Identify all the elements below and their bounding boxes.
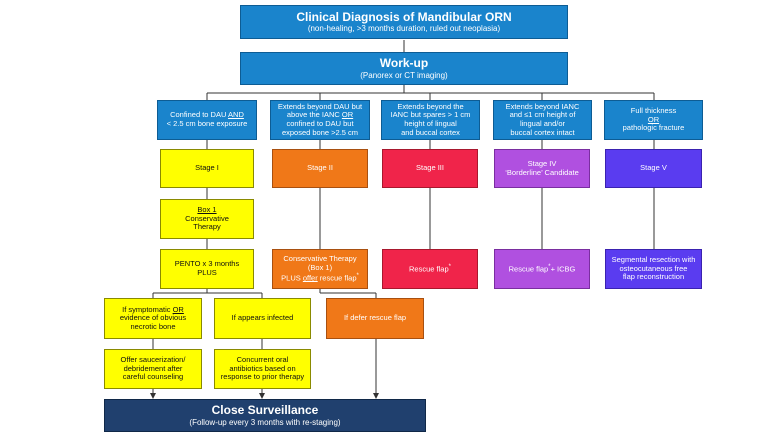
stage-1-label: Stage I xyxy=(195,163,219,173)
criteria-5-line-1: Full thickness xyxy=(630,106,677,116)
stage-5-treatment: Segmental resection with osteocutaneous … xyxy=(605,249,702,289)
asterisk-footnote: * xyxy=(548,263,551,270)
infected-text: If appears infected xyxy=(231,313,294,323)
pento-box: PENTO x 3 months PLUS xyxy=(160,249,254,289)
criteria-3-line-3: height of lingual xyxy=(404,119,457,128)
stage-4-treatment-text: Rescue flap xyxy=(508,264,549,274)
diagnosis-box: Clinical Diagnosis of Mandibular ORN (no… xyxy=(240,5,568,39)
workup-title: Work-up xyxy=(379,56,429,70)
surveillance-title: Close Surveillance xyxy=(211,403,319,417)
criteria-3-line-4: and buccal cortex xyxy=(401,127,460,137)
criteria-1-text-2: < 2.5 cm bone exposure xyxy=(166,119,248,128)
surveillance-subtitle: (Follow-up every 3 months with re-stagin… xyxy=(189,417,341,427)
criteria-4-line-4: buccal cortex intact xyxy=(510,127,575,137)
criteria-stage-1: Confined to DAU AND < 2.5 cm bone exposu… xyxy=(157,100,257,140)
diagnosis-title: Clinical Diagnosis of Mandibular ORN xyxy=(296,9,512,24)
diagnosis-subtitle: (non-healing, >3 months duration, ruled … xyxy=(307,24,501,34)
stage-2-treatment-line-1: Conservative Therapy xyxy=(283,254,357,264)
criteria-4-line-3: lingual and/or xyxy=(519,119,566,128)
criteria-5-line-3: pathologic fracture xyxy=(622,123,685,133)
symptomatic-line-2: evidence of obvious xyxy=(119,313,187,323)
box-1-title: Box 1 xyxy=(197,205,217,215)
infected-condition: If appears infected xyxy=(214,298,311,339)
antibiotics-action: Concurrent oral antibiotics based on res… xyxy=(214,349,311,389)
stage-2-box: Stage II xyxy=(272,149,368,188)
criteria-stage-3: Extends beyond the IANC but spares > 1 c… xyxy=(381,100,480,140)
criteria-5-or: OR xyxy=(647,114,660,124)
stage-2-treatment-line-2: (Box 1) xyxy=(307,262,333,272)
stage-5-treatment-line-1: Segmental resection with xyxy=(611,255,696,265)
saucer-line-2: debridement after xyxy=(123,363,183,373)
stage-5-label: Stage V xyxy=(640,163,667,173)
stage-3-box: Stage III xyxy=(382,149,478,188)
symptomatic-condition: If symptomatic OR evidence of obvious ne… xyxy=(104,298,202,339)
pento-line-2: PLUS xyxy=(197,268,217,277)
criteria-2-or: OR xyxy=(341,110,354,120)
saucer-line-3: careful counseling xyxy=(122,372,184,382)
saucerization-action: Offer saucerization/ debridement after c… xyxy=(104,349,202,389)
criteria-2-line-4: exposed bone >2.5 cm xyxy=(281,127,359,137)
criteria-4-line-1: Extends beyond IANC xyxy=(505,101,580,111)
stage-3-label: Stage III xyxy=(416,163,444,173)
criteria-2-line-2: above the IANC xyxy=(286,110,342,120)
asterisk-footnote: * xyxy=(448,263,451,270)
stage-4-treatment: Rescue flap*+ ICBG xyxy=(494,249,590,289)
stage-4-sublabel: ‘Borderline’ Candidate xyxy=(505,167,579,177)
criteria-2-line-1: Extends beyond DAU but xyxy=(277,101,363,111)
criteria-stage-4: Extends beyond IANC and ≤1 cm height of … xyxy=(493,100,592,140)
asterisk-footnote: * xyxy=(356,272,359,279)
criteria-3-line-1: Extends beyond the xyxy=(397,101,464,111)
stage-4-label: Stage IV xyxy=(527,158,557,168)
criteria-4-line-2: and ≤1 cm height of xyxy=(509,110,576,120)
symptomatic-line-3: necrotic bone xyxy=(130,321,176,331)
defer-text: If defer rescue flap xyxy=(343,313,407,323)
criteria-3-line-2: IANC but spares > 1 cm xyxy=(390,110,471,120)
box-1-conservative: Box 1 Conservative Therapy xyxy=(160,199,254,239)
criteria-stage-2: Extends beyond DAU but above the IANC OR… xyxy=(270,100,370,140)
stage-4-box: Stage IV ‘Borderline’ Candidate xyxy=(494,149,590,188)
stage-3-treatment-text: Rescue flap xyxy=(409,264,449,274)
stage-2-rescue: rescue flap xyxy=(317,273,357,283)
antibiotics-line-3: response to prior therapy xyxy=(220,372,305,382)
workup-subtitle: (Panorex or CT imaging) xyxy=(360,70,448,80)
stage-4-icbg: + ICBG xyxy=(550,264,576,274)
criteria-2-line-3: confined to DAU but xyxy=(286,119,354,128)
box-1-line-1: Conservative xyxy=(185,213,229,223)
saucer-line-1: Offer saucerization/ xyxy=(120,355,186,365)
antibiotics-line-1: Concurrent oral xyxy=(236,355,289,365)
stage-2-offer: offer xyxy=(302,273,318,283)
stage-5-box: Stage V xyxy=(605,149,702,188)
symptomatic-line-1: If symptomatic xyxy=(122,304,173,314)
stage-1-box: Stage I xyxy=(160,149,254,188)
antibiotics-line-2: antibiotics based on xyxy=(229,363,296,373)
stage-5-treatment-line-2: osteocutaneous free xyxy=(619,263,688,273)
stage-2-treatment: Conservative Therapy (Box 1) PLUS offer … xyxy=(272,249,368,289)
stage-3-treatment: Rescue flap* xyxy=(382,249,478,289)
criteria-1-and: AND xyxy=(228,110,244,120)
surveillance-box: Close Surveillance (Follow-up every 3 mo… xyxy=(104,399,426,432)
box-1-line-2: Therapy xyxy=(193,222,221,232)
pento-line-1: PENTO x 3 months xyxy=(174,259,240,269)
criteria-1-text: Confined to DAU xyxy=(170,110,229,120)
stage-2-plus: PLUS xyxy=(281,273,303,283)
defer-condition: If defer rescue flap xyxy=(326,298,424,339)
symptomatic-or: OR xyxy=(172,304,184,314)
stage-5-treatment-line-3: flap reconstruction xyxy=(622,272,685,282)
criteria-stage-5: Full thickness OR pathologic fracture xyxy=(604,100,703,140)
stage-2-label: Stage II xyxy=(307,163,333,173)
workup-box: Work-up (Panorex or CT imaging) xyxy=(240,52,568,85)
